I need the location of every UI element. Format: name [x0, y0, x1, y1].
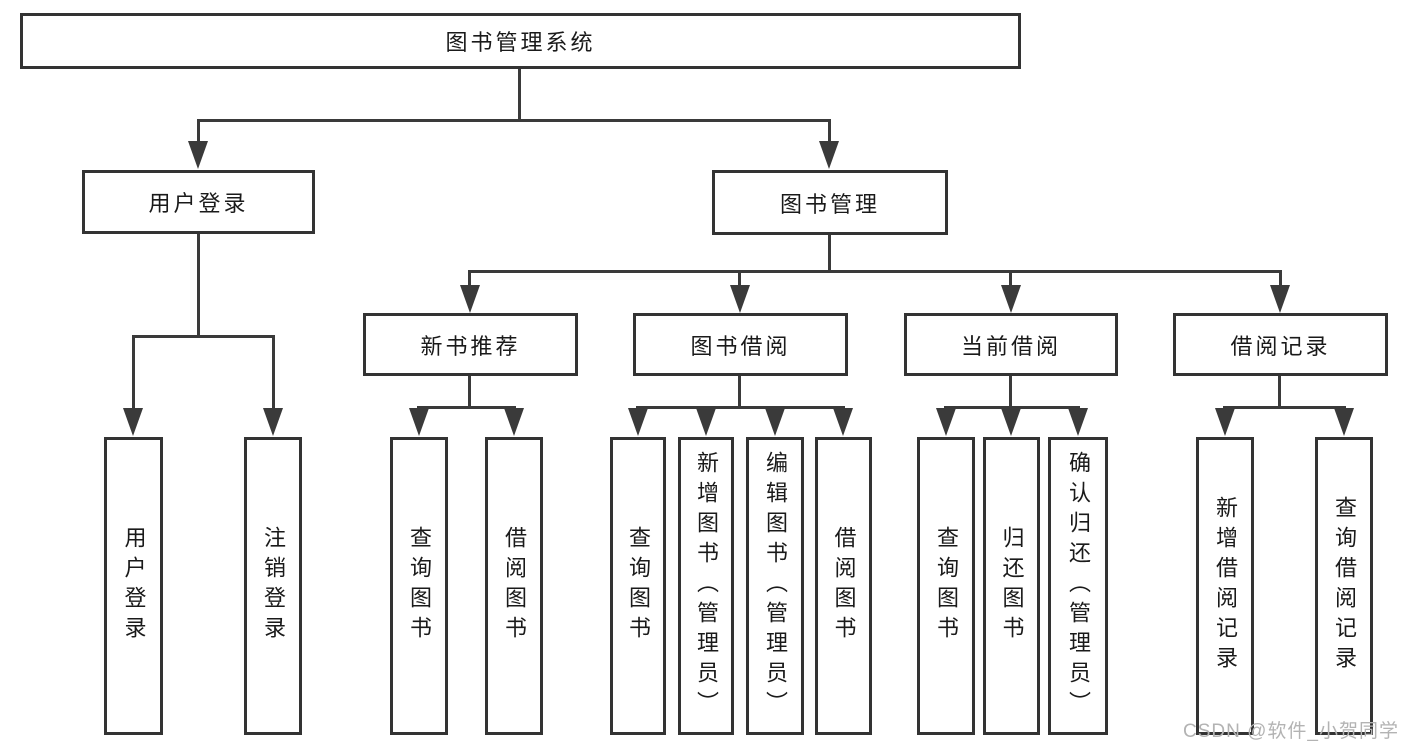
leaf-label: 编辑图书（管理员） [763, 451, 788, 721]
watermark: CSDN @软件_小贺同学 [1183, 721, 1399, 742]
leaf-label: 查询图书 [626, 526, 651, 646]
connector-line [468, 376, 471, 409]
node-root-label: 图书管理系统 [445, 30, 596, 55]
node-label: 图书借阅 [690, 333, 791, 359]
node-borrowing-records: 借阅记录 [1173, 313, 1388, 376]
connector-line [1278, 376, 1281, 409]
connector-line [738, 376, 741, 409]
node-label: 图书管理 [779, 191, 880, 217]
node-book-management-branch: 图书管理 [712, 170, 948, 235]
leaf-label: 查询借阅记录 [1332, 496, 1357, 676]
leaf-edit-books-admin: 编辑图书（管理员） [746, 437, 804, 735]
connector-line [1279, 270, 1282, 286]
leaf-add-books-admin: 新增图书（管理员） [678, 437, 734, 735]
leaf-add-borrow-record: 新增借阅记录 [1196, 437, 1254, 735]
leaf-label: 借阅图书 [831, 526, 857, 646]
connector-line [636, 406, 845, 409]
connector-line [132, 335, 275, 338]
node-label: 用户登录 [148, 191, 249, 216]
node-label: 新书推荐 [420, 333, 521, 359]
connector-line [468, 270, 1281, 273]
arrowhead-icon [1215, 408, 1235, 436]
arrowhead-icon [696, 408, 716, 436]
leaf-query-books-1: 查询图书 [390, 437, 448, 735]
arrowhead-icon [1334, 408, 1354, 436]
connector-line [828, 234, 831, 273]
arrowhead-icon [188, 141, 208, 169]
leaf-return-books: 归还图书 [983, 437, 1040, 735]
arrowhead-icon [460, 285, 480, 313]
leaf-query-books-2: 查询图书 [610, 437, 666, 735]
connector-line [132, 335, 135, 409]
leaf-user-login: 用户登录 [104, 437, 163, 735]
leaf-query-borrow-record: 查询借阅记录 [1315, 437, 1373, 735]
arrowhead-icon [1270, 285, 1290, 313]
node-user-login-branch: 用户登录 [82, 170, 315, 234]
connector-line [1009, 376, 1012, 409]
node-label: 借阅记录 [1230, 333, 1331, 359]
leaf-query-books-3: 查询图书 [917, 437, 975, 735]
arrowhead-icon [936, 408, 956, 436]
node-book-borrowing: 图书借阅 [633, 313, 848, 376]
arrowhead-icon [263, 408, 283, 436]
node-root: 图书管理系统 [20, 13, 1021, 69]
arrowhead-icon [819, 141, 839, 169]
connector-line [828, 119, 831, 142]
leaf-logout: 注销登录 [244, 437, 302, 735]
arrowhead-icon [765, 408, 785, 436]
leaf-label: 查询图书 [934, 526, 959, 646]
leaf-borrow-books-2: 借阅图书 [815, 437, 872, 735]
leaf-label: 确认归还（管理员） [1066, 451, 1091, 721]
connector-line [1223, 406, 1346, 409]
connector-line [468, 270, 471, 286]
leaf-confirm-return-admin: 确认归还（管理员） [1048, 437, 1108, 735]
arrowhead-icon [1068, 408, 1088, 436]
arrowhead-icon [409, 408, 429, 436]
connector-line [272, 335, 275, 409]
connector-line [944, 406, 1080, 409]
arrowhead-icon [123, 408, 143, 436]
connector-line [417, 406, 516, 409]
connector-line [197, 119, 831, 122]
arrowhead-icon [1001, 285, 1021, 313]
leaf-borrow-books-1: 借阅图书 [485, 437, 543, 735]
node-current-borrowing: 当前借阅 [904, 313, 1118, 376]
arrowhead-icon [504, 408, 524, 436]
connector-line [1009, 270, 1012, 286]
connector-line [197, 119, 200, 142]
connector-line [518, 69, 521, 121]
node-label: 当前借阅 [960, 333, 1061, 359]
node-new-book-recommend: 新书推荐 [363, 313, 578, 376]
leaf-label: 用户登录 [121, 526, 147, 646]
arrowhead-icon [833, 408, 853, 436]
arrowhead-icon [730, 285, 750, 313]
leaf-label: 查询图书 [407, 526, 432, 646]
leaf-label: 归还图书 [999, 526, 1025, 646]
leaf-label: 注销登录 [261, 526, 286, 646]
connector-line [197, 234, 200, 337]
leaf-label: 新增借阅记录 [1213, 496, 1238, 676]
connector-line [738, 270, 741, 286]
arrowhead-icon [628, 408, 648, 436]
leaf-label: 借阅图书 [502, 526, 527, 646]
leaf-label: 新增图书（管理员） [694, 451, 719, 721]
arrowhead-icon [1001, 408, 1021, 436]
